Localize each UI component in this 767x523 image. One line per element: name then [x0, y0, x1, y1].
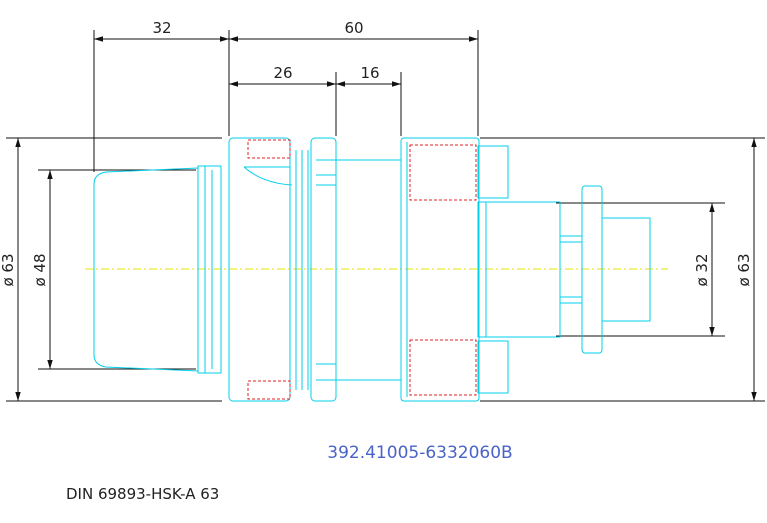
dim-32-label: 32: [152, 19, 171, 37]
dimension-16: 16: [336, 64, 401, 87]
dim-60-label: 60: [344, 19, 363, 37]
dimension-26: 26: [229, 64, 336, 87]
dimension-right-63: ø 63: [735, 138, 757, 401]
hidden-lines: [247, 139, 477, 400]
hsk-taper-shank: [93, 167, 199, 372]
flange-right: [310, 137, 337, 402]
dim-16-label: 16: [360, 64, 379, 82]
dimension-left-63: ø 63: [0, 138, 21, 401]
dim-26-label: 26: [273, 64, 292, 82]
part-outline: [93, 137, 651, 402]
dim-right-32-label: ø 32: [693, 253, 711, 286]
dimension-32: 32: [94, 19, 229, 42]
dimension-right-32: ø 32: [693, 203, 715, 336]
dim-right-63-label: ø 63: [735, 253, 753, 286]
dimension-left-48: ø 48: [31, 170, 53, 369]
dim-left-48-label: ø 48: [31, 253, 49, 286]
shank-collar: [197, 165, 222, 374]
part-number: 392.41005-6332060B: [327, 443, 512, 463]
dim-left-63-label: ø 63: [0, 253, 17, 286]
dimension-60: 60: [229, 19, 478, 42]
clamp-body: [400, 137, 480, 402]
standard-label: DIN 69893-HSK-A 63: [66, 485, 219, 503]
extension-lines: [6, 30, 765, 402]
